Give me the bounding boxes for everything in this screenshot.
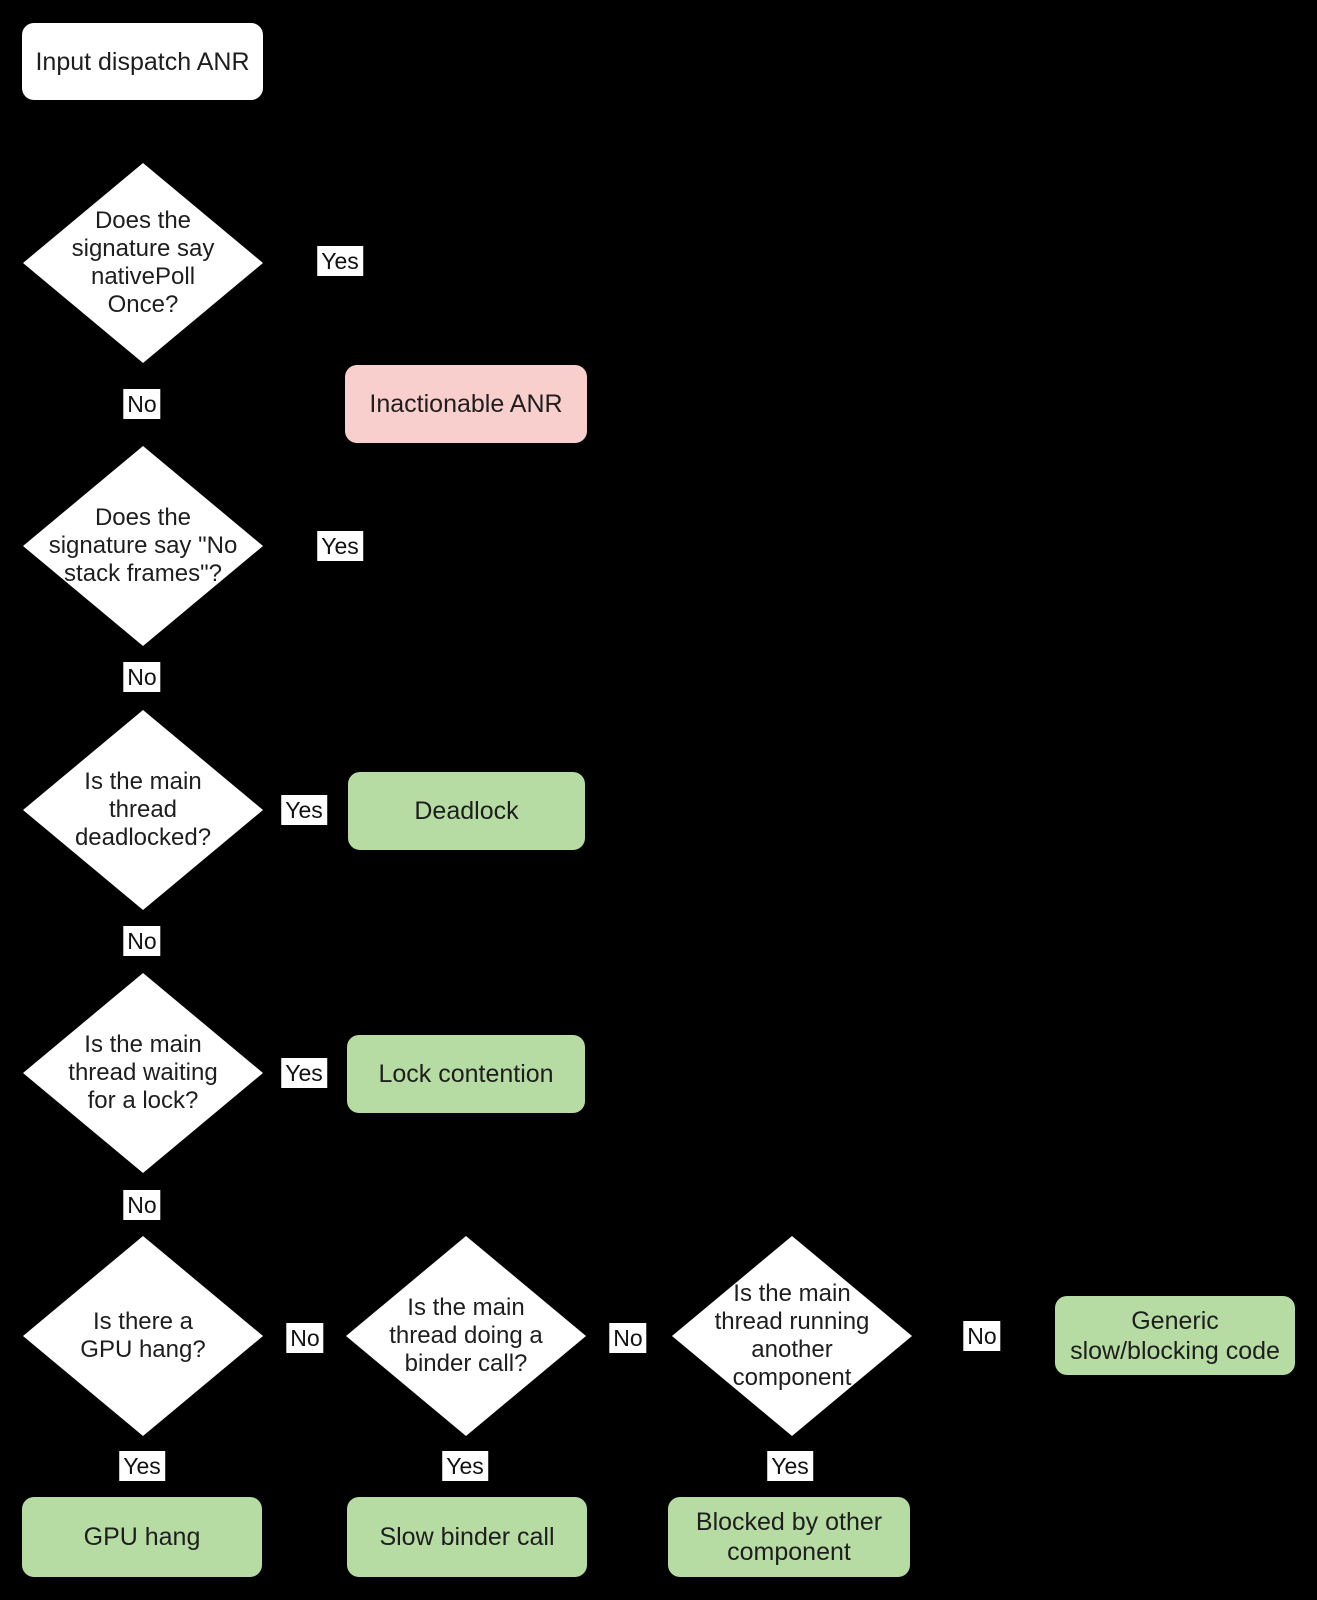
- decision-binder-call-diamond: Is the main thread doing a binder call?: [346, 1236, 586, 1436]
- decision-running-another-component-diamond: Is the main thread running another compo…: [672, 1236, 912, 1436]
- decision-deadlocked-label: Is the main thread deadlocked?: [74, 768, 212, 851]
- decision-running-another-component-label: Is the main thread running another compo…: [714, 1280, 870, 1391]
- outcome-generic-slow-blocking-code: Generic slow/blocking code: [1055, 1296, 1295, 1375]
- outcome-lock-contention: Lock contention: [347, 1035, 585, 1113]
- decision-deadlocked-diamond: Is the main thread deadlocked?: [23, 710, 263, 910]
- outcome-inactionable-anr-label: Inactionable ANR: [369, 390, 563, 418]
- decision-waiting-for-lock-diamond: Is the main thread waiting for a lock?: [23, 973, 263, 1173]
- decision-no-stack-frames-diamond: Does the signature say "No stack frames"…: [23, 446, 263, 646]
- edge-label-gpu-hang-yes: Yes: [119, 1451, 165, 1481]
- decision-waiting-for-lock-label: Is the main thread waiting for a lock?: [68, 1031, 218, 1114]
- decision-nativepollonce-label: Does the signature say nativePoll Once?: [71, 207, 215, 318]
- outcome-lock-contention-label: Lock contention: [378, 1060, 554, 1088]
- outcome-blocked-by-other-component-label: Blocked by other component: [695, 1508, 883, 1566]
- edge-label-binder-call-no: No: [609, 1323, 647, 1353]
- outcome-slow-binder-call: Slow binder call: [347, 1497, 587, 1577]
- edge-label-gpu-hang-no: No: [286, 1323, 324, 1353]
- start-node-label: Input dispatch ANR: [35, 47, 250, 76]
- outcome-generic-slow-blocking-code-label: Generic slow/blocking code: [1070, 1306, 1280, 1365]
- edge-label-nativepollonce-yes: Yes: [317, 246, 363, 276]
- edge-label-deadlocked-yes: Yes: [281, 795, 327, 825]
- edge-label-deadlocked-no: No: [123, 926, 161, 956]
- edge-label-running-another-component-yes: Yes: [767, 1451, 813, 1481]
- decision-gpu-hang-diamond: Is there a GPU hang?: [23, 1236, 263, 1436]
- outcome-deadlock: Deadlock: [348, 772, 585, 850]
- outcome-gpu-hang: GPU hang: [22, 1497, 262, 1577]
- edge-label-no-stack-frames-yes: Yes: [317, 531, 363, 561]
- decision-binder-call-label: Is the main thread doing a binder call?: [389, 1294, 543, 1377]
- edge-label-waiting-for-lock-yes: Yes: [281, 1058, 327, 1088]
- edge-label-binder-call-yes: Yes: [442, 1451, 488, 1481]
- outcome-gpu-hang-label: GPU hang: [83, 1523, 201, 1551]
- edge-label-waiting-for-lock-no: No: [123, 1190, 161, 1220]
- outcome-slow-binder-call-label: Slow binder call: [379, 1523, 555, 1551]
- start-node-input-dispatch-anr: Input dispatch ANR: [22, 23, 263, 100]
- outcome-deadlock-label: Deadlock: [414, 797, 519, 825]
- edge-label-no-stack-frames-no: No: [123, 662, 161, 692]
- decision-gpu-hang-label: Is there a GPU hang?: [80, 1308, 206, 1363]
- edge-label-running-another-component-no: No: [963, 1321, 1001, 1351]
- decision-nativepollonce-diamond: Does the signature say nativePoll Once?: [23, 163, 263, 363]
- decision-no-stack-frames-label: Does the signature say "No stack frames"…: [48, 504, 238, 587]
- edge-label-nativepollonce-no: No: [123, 389, 161, 419]
- outcome-inactionable-anr: Inactionable ANR: [345, 365, 587, 443]
- outcome-blocked-by-other-component: Blocked by other component: [668, 1497, 910, 1577]
